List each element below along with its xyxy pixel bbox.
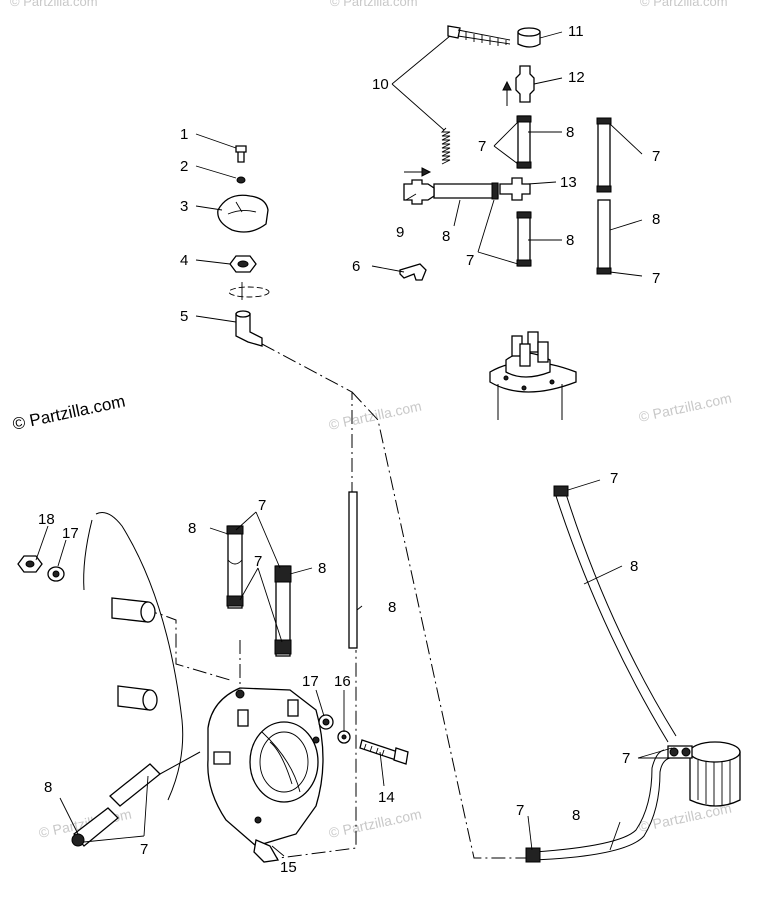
- callout-12: 12: [568, 69, 585, 86]
- watermark-layer: © Partzilla.com © Partzilla.com © Partzi…: [10, 0, 733, 841]
- callout-7-right-bottom: 7: [652, 270, 660, 287]
- tee-fitting-part-13: [499, 177, 531, 201]
- callout-7-filter: 7: [622, 750, 630, 767]
- callout-8-filter-upper: 8: [630, 558, 638, 575]
- hose-lower-part-8: [517, 211, 531, 267]
- watermark-top-left: © Partzilla.com: [10, 0, 98, 9]
- callout-8-valve-lower: 8: [566, 232, 574, 249]
- hose-horizontal-part-8: [433, 183, 499, 199]
- watermark-bottom-mid: © Partzilla.com: [327, 806, 423, 841]
- watermark-top-mid: © Partzilla.com: [330, 0, 418, 9]
- hose-center-assembly: [348, 491, 358, 649]
- fuel-filter-assembly: [525, 485, 741, 863]
- hose-filter-upper-part-8: [555, 495, 669, 743]
- callout-3: 3: [180, 198, 188, 215]
- callout-6: 6: [352, 258, 360, 275]
- hose-right-assembly: [596, 117, 612, 275]
- fitting-part-9: [403, 179, 435, 205]
- mounting-bracket: [95, 512, 184, 801]
- tank-sender-unit: [489, 331, 577, 420]
- clip-part-6: [399, 263, 427, 281]
- callout-8-filter-lower: 8: [572, 807, 580, 824]
- callout-5: 5: [180, 308, 188, 325]
- check-valve-part-12: [515, 65, 535, 103]
- callout-8-valve-upper: 8: [566, 124, 574, 141]
- callout-8-right: 8: [652, 211, 660, 228]
- hose-center-part-8: [348, 491, 358, 649]
- hose-filter-lower-part-8: [533, 749, 665, 853]
- callout-11: 11: [568, 23, 584, 40]
- hose-upper-part-8: [517, 115, 531, 169]
- callout-8-pump-left: 8: [188, 520, 196, 537]
- callout-7-filter-bottom: 7: [516, 802, 524, 819]
- callout-7-valve-upper: 7: [478, 138, 486, 155]
- callout-2: 2: [180, 158, 188, 175]
- callout-8-valve-horizontal: 8: [442, 228, 450, 245]
- callout-7-valve-lower: 7: [466, 252, 474, 269]
- hose-right-long-part-8: [597, 199, 611, 273]
- pump-outlet-hose-part-8: [109, 763, 161, 807]
- washer-part-2: [236, 176, 246, 184]
- leader-lines: [35, 31, 673, 857]
- callout-14: 14: [378, 789, 395, 806]
- bolt-part-14: [359, 739, 399, 761]
- callout-labels: 1 2 3 4 5 6 10 11 12 7 8 13 9 8 8 7 7 8 …: [38, 23, 660, 876]
- seal-ring: [228, 286, 270, 298]
- screw-part-1: [235, 145, 247, 163]
- callout-8-pump-right: 8: [318, 560, 326, 577]
- watermark-mid-right: © Partzilla.com: [637, 390, 733, 425]
- callout-15: 15: [280, 859, 297, 876]
- callout-18: 18: [38, 511, 55, 528]
- callout-17-right: 17: [302, 673, 319, 690]
- callout-7-filter-top: 7: [610, 470, 618, 487]
- callout-17-left: 17: [62, 525, 79, 542]
- callout-4: 4: [180, 252, 188, 269]
- routing-lines: [119, 343, 526, 861]
- callout-16: 16: [334, 673, 351, 690]
- callout-1: 1: [180, 126, 188, 143]
- spring-part-10: [440, 127, 451, 165]
- valve-assembly: [399, 25, 541, 281]
- pin-part-10: [447, 25, 461, 39]
- cap-part-3: [217, 194, 269, 233]
- callout-10: 10: [372, 76, 389, 93]
- callout-8-pump-outlet: 8: [44, 779, 52, 796]
- callout-8-center: 8: [388, 599, 396, 616]
- watermark-main: © Partzilla.com: [11, 392, 127, 434]
- callout-7-right-top: 7: [652, 148, 660, 165]
- elbow-fitting-part-5: [235, 313, 263, 347]
- callout-7-pump-mid: 7: [254, 553, 262, 570]
- callout-13: 13: [560, 174, 577, 191]
- hose-right-short-part-8: [597, 119, 611, 191]
- fuel-pump-assembly: [17, 512, 409, 863]
- watermark-top-right: © Partzilla.com: [640, 0, 728, 9]
- fuel-cap-assembly: [217, 145, 270, 347]
- callout-7-pump-outlet: 7: [140, 841, 148, 858]
- callout-9: 9: [396, 224, 404, 241]
- callout-7-pump-top: 7: [258, 497, 266, 514]
- watermark-mid-center: © Partzilla.com: [327, 398, 423, 433]
